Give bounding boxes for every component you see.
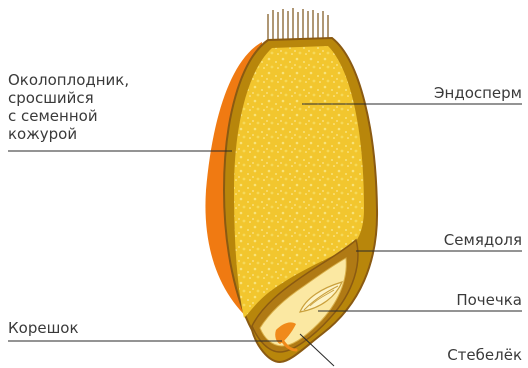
grain-hairs [268,8,328,40]
label-radicle: Корешок [8,319,79,337]
label-cotyledon: Семядоля [444,231,522,249]
label-pericarp: Околоплодник, сросшийся с семенной кожур… [8,71,129,143]
label-endosperm: Эндосперм [434,84,522,102]
label-stem: Стебелёк [447,346,522,364]
label-plumule: Почечка [456,291,522,309]
